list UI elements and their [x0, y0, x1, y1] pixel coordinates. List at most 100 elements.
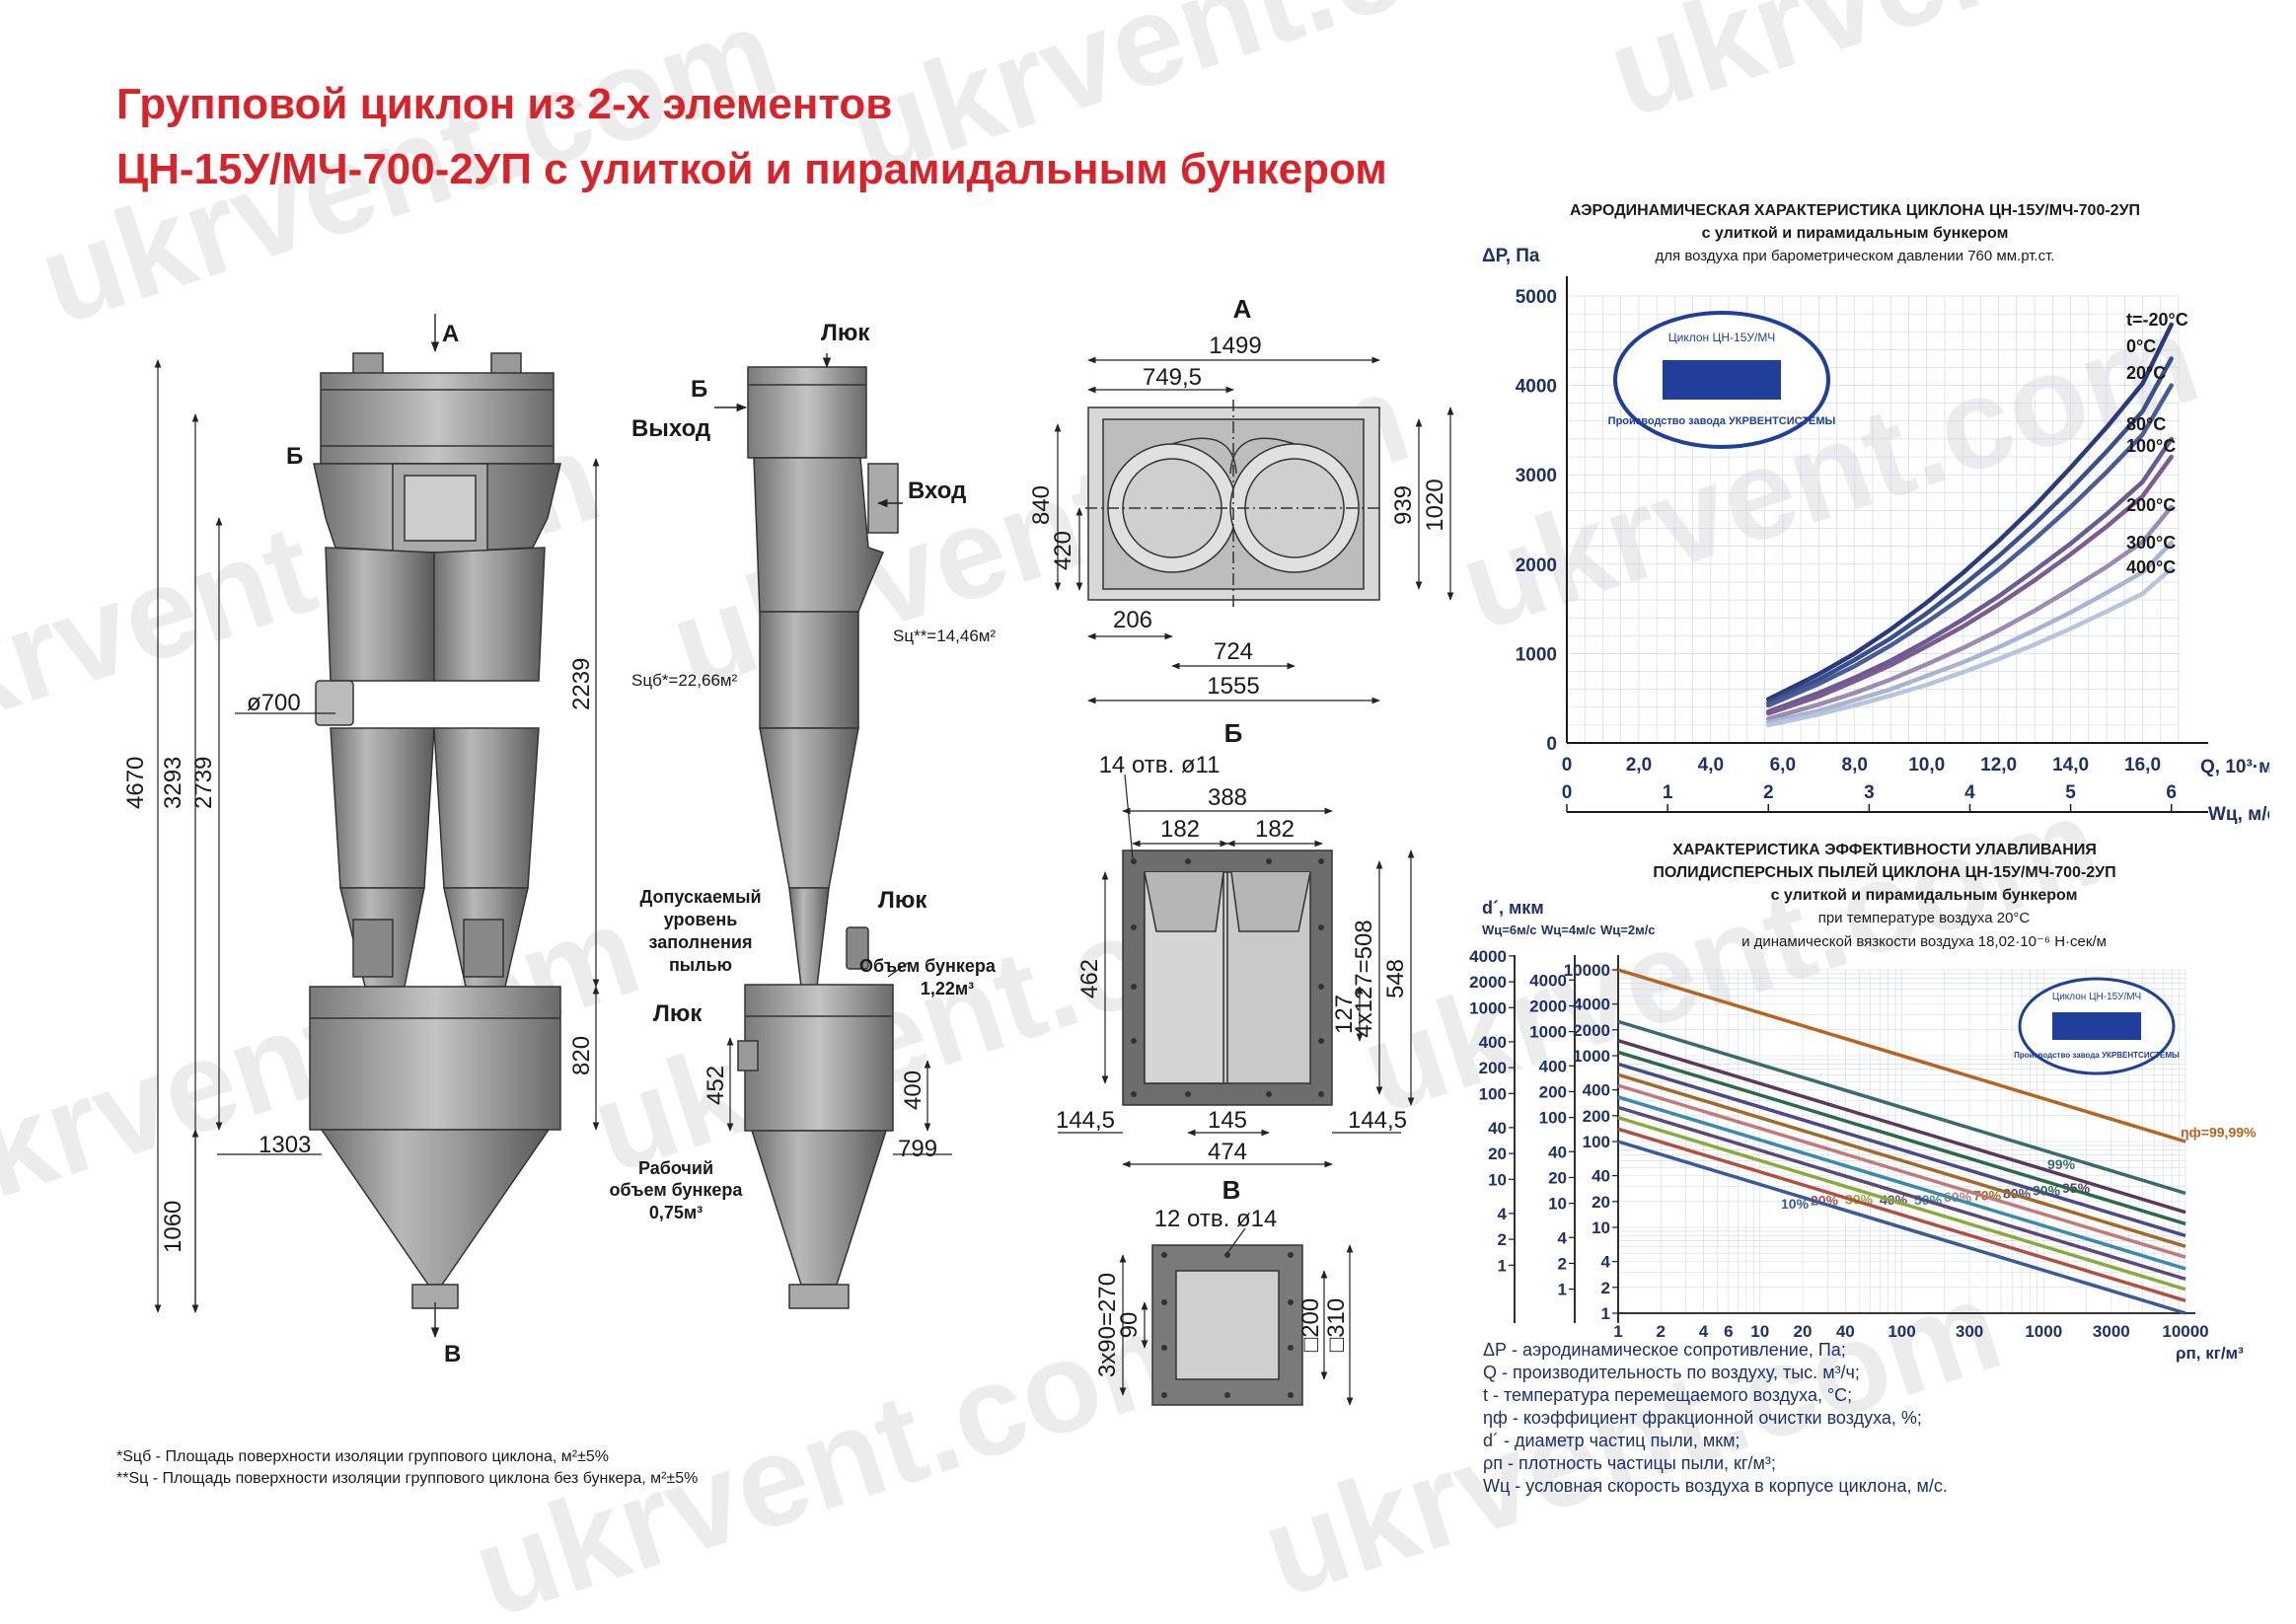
view-b-title: Б [1224, 718, 1243, 748]
x2-tick-label: 6 [2166, 782, 2177, 803]
value-tick-label: 2 [1558, 1254, 1567, 1273]
note-d: d´ - диаметр частиц пыли, мкм; [1483, 1431, 1741, 1450]
x-tick-label: 16,0 [2124, 755, 2161, 775]
x2-tick-label: 2 [1763, 782, 1774, 803]
series-line [1617, 1095, 2186, 1271]
series-line [1765, 383, 2174, 708]
dim-3x90: 3x90=270 [1094, 1273, 1121, 1377]
dim-474: 474 [1208, 1139, 1247, 1165]
series-label: 20°С [2126, 363, 2166, 383]
series-line [1765, 454, 2174, 716]
x-tick-label: 10000 [2162, 1322, 2208, 1341]
value-tick-label: 4000 [1529, 971, 1567, 990]
series-line [1765, 540, 2174, 725]
value-tick-label: 2000 [1469, 973, 1507, 992]
series-line [1617, 1072, 2186, 1248]
series-line [1765, 436, 2174, 714]
dim-388: 388 [1208, 784, 1247, 811]
hatch-mid-label: Люк [878, 887, 927, 914]
dim-144-right: 144,5 [1348, 1107, 1407, 1134]
x2-tick-label: 1 [1663, 782, 1673, 803]
value-tick-label: 4 [1558, 1228, 1568, 1247]
series-label: 10% [1781, 1196, 1810, 1212]
dim-840: 840 [1028, 485, 1055, 525]
value-tick-label: 1000 [1469, 998, 1507, 1017]
fill-level-line4: пылью [669, 955, 732, 975]
bunker-volume-line1: Объем бункера [859, 956, 997, 976]
dim-462: 462 [1076, 959, 1103, 998]
chart2-title: ХАРАКТЕРИСТИКА ЭФФЕКТИВНОСТИ УЛАВЛИВАНИЯ [1672, 842, 2097, 858]
dim-724: 724 [1214, 638, 1253, 665]
dim-1303: 1303 [259, 1132, 311, 1158]
note-w: Wц - условная скорость воздуха в корпусе… [1483, 1476, 1948, 1496]
dim-749: 749,5 [1143, 364, 1202, 391]
dim-127: 127 [1331, 995, 1358, 1034]
value-tick-label: 1000 [1573, 1047, 1610, 1066]
x-tick-label: 8,0 [1842, 755, 1868, 775]
value-tick-label: 1000 [1529, 1023, 1567, 1042]
technical-drawing: А Б В ø700 4670 3293 2739 2239 820 1060 … [122, 294, 1454, 1406]
value-tick-label: 10 [1592, 1218, 1610, 1237]
y-axis-label: d´, мкм [1482, 898, 1544, 918]
view-v-title: В [1222, 1175, 1241, 1205]
dim-182-left: 182 [1160, 816, 1200, 843]
work-volume-line3: 0,75м³ [649, 1203, 703, 1222]
view-v [1151, 1244, 1303, 1406]
series-line [1617, 1127, 2186, 1302]
chart1-title: АЭРОДИНАМИЧЕСКАЯ ХАРАКТЕРИСТИКА ЦИКЛОНА … [1569, 202, 2141, 219]
view-b-dims [1058, 774, 1415, 1168]
dim-1060: 1060 [160, 1201, 186, 1253]
value-tick-label: 40 [1592, 1167, 1610, 1186]
chart2-subtitle2: при температуре воздуха 20°С [1817, 910, 2031, 926]
dim-182-right: 182 [1255, 816, 1295, 843]
series-line [1617, 1140, 2186, 1315]
chart2-subtitle3: и динамической вязкости воздуха 18,02·10… [1741, 933, 2107, 950]
series-line [1617, 1062, 2186, 1238]
hatch-top-label: Люк [821, 320, 870, 346]
value-tick-label: 2 [1498, 1230, 1507, 1249]
fill-level-line1: Допускаемый [639, 887, 761, 907]
x-tick-label: 1000 [2025, 1322, 2062, 1341]
value-tick-label: 20 [1592, 1193, 1610, 1212]
series-label: 20% [1811, 1193, 1839, 1209]
side-view-dims [726, 962, 952, 1155]
x2-tick-label: 3 [1864, 782, 1875, 803]
series-line [1617, 1105, 2186, 1282]
x2-tick-label: 5 [2065, 782, 2076, 803]
dim-400: 400 [900, 1070, 926, 1110]
x2-axis-label: Wц, м/с [2208, 804, 2269, 825]
value-tick-label: 1 [1558, 1281, 1567, 1299]
inlet-label: Вход [908, 478, 966, 504]
y-tick-label: 0 [1546, 734, 1557, 755]
value-tick-label: 10 [1548, 1195, 1567, 1214]
series-line [1617, 1039, 2186, 1215]
chart1-subtitle: с улиткой и пирамидальным бункером [1701, 225, 2009, 242]
watermark-text: ukrvent.com [1592, 0, 2296, 145]
logo-emblem [2052, 1012, 2141, 1040]
dim-90: 90 [1116, 1312, 1143, 1339]
x-tick-label: 10,0 [1908, 755, 1945, 775]
value-tick-label: 200 [1583, 1107, 1610, 1126]
page-title-line2: ЦН-15У/МЧ-700-2УП с улиткой и пирамидаль… [116, 145, 1387, 193]
view-a [1085, 400, 1381, 607]
logo-text-bottom: Производство завода УКРВЕНТСИСТЕМЫ [2014, 1051, 2180, 1060]
footnote-2: **Sц - Площадь поверхности изоляции груп… [116, 1470, 699, 1487]
x2-tick-label: 0 [1562, 782, 1573, 803]
x-axis-label: Q, 10³·м³/ч [2200, 757, 2269, 777]
x-tick-label: 12,0 [1980, 755, 2017, 775]
note-dp: ΔР - аэродинамическое сопротивление, Па; [1483, 1340, 1846, 1360]
value-tick-label: 400 [1539, 1057, 1567, 1075]
y-axis-label: ΔР, Па [1482, 246, 1540, 266]
value-tick-label: 4000 [1573, 996, 1610, 1014]
value-tick-label: 400 [1583, 1081, 1610, 1100]
dim-3293: 3293 [160, 757, 186, 809]
x-tick-label: 4 [1699, 1322, 1709, 1341]
footnote-1: *Sцб - Площадь поверхности изоляции груп… [116, 1448, 609, 1465]
y-tick-label: 4000 [1516, 377, 1557, 398]
y-tick-label: 5000 [1516, 287, 1557, 308]
value-tick-label: 4 [1498, 1205, 1508, 1223]
x-tick-label: 2,0 [1626, 755, 1652, 775]
logo-text-top: Циклон ЦН-15У/МЧ [1668, 331, 1775, 344]
dim-1020: 1020 [1422, 479, 1448, 531]
